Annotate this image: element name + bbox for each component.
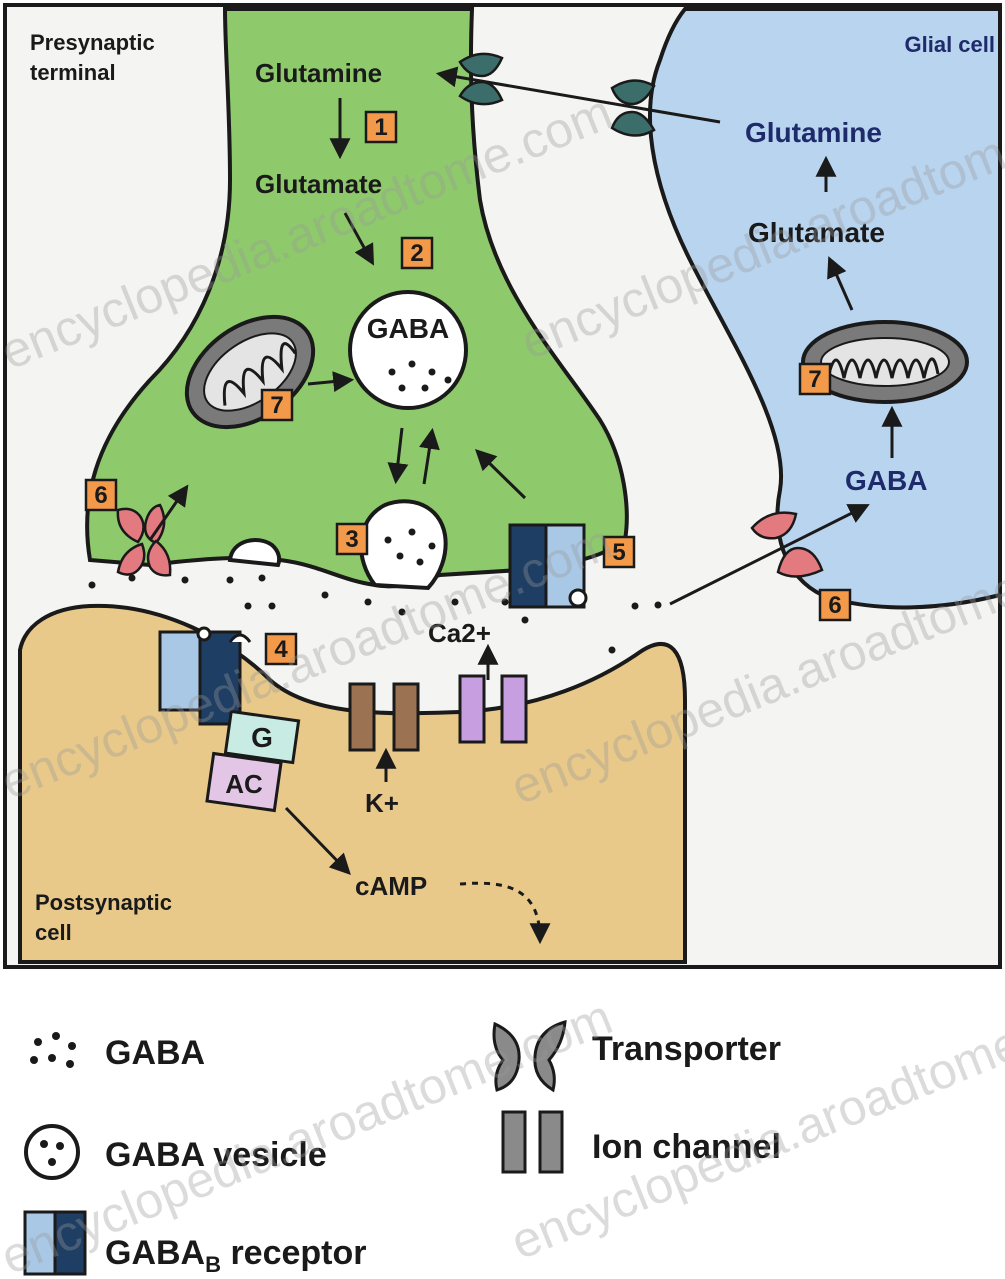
potassium-label: K+ — [365, 788, 399, 818]
svg-text:7: 7 — [808, 366, 821, 393]
step-box-6-glia: 6 — [820, 590, 850, 620]
presynaptic-label-line1: Presynaptic — [30, 30, 155, 55]
legend-ion-channel-icon — [503, 1112, 562, 1172]
postsynaptic-label-line2: cell — [35, 920, 72, 945]
ac-label: AC — [225, 769, 263, 799]
postsynaptic-label-line1: Postsynaptic — [35, 890, 172, 915]
svg-text:3: 3 — [345, 526, 358, 553]
legend-vesicle-icon — [26, 1126, 78, 1178]
step-box-2: 2 — [402, 238, 432, 268]
legend-gaba-icon — [30, 1032, 76, 1068]
legend: GABA GABA vesicle GABAB receptor Transpo… — [25, 1022, 781, 1277]
svg-text:2: 2 — [410, 240, 423, 267]
legend-gaba-label: GABA — [105, 1034, 205, 1072]
step-box-3: 3 — [337, 524, 367, 554]
gaba-vesicle — [350, 292, 466, 408]
presynaptic-label-line2: terminal — [30, 60, 116, 85]
glial-cell-label: Glial cell — [905, 32, 996, 57]
svg-text:7: 7 — [270, 392, 283, 419]
svg-text:1: 1 — [374, 114, 387, 141]
pre-glutamine-label: Glutamine — [255, 58, 382, 88]
glia-gaba-label: GABA — [845, 465, 927, 496]
fusing-vesicle — [230, 540, 279, 565]
svg-text:6: 6 — [828, 592, 841, 619]
glia-glutamine-label: Glutamine — [745, 117, 882, 148]
g-protein-label: G — [251, 722, 273, 753]
vesicle-gaba-label: GABA — [367, 313, 449, 344]
step-box-7-glia: 7 — [800, 364, 830, 394]
camp-label: cAMP — [355, 871, 427, 901]
step-box-1: 1 — [366, 112, 396, 142]
step-box-6-pre: 6 — [86, 480, 116, 510]
svg-text:6: 6 — [94, 482, 107, 509]
step-box-7-pre: 7 — [262, 390, 292, 420]
legend-receptor-label: GABAB receptor — [105, 1234, 367, 1277]
legend-transporter-label: Transporter — [592, 1030, 781, 1068]
